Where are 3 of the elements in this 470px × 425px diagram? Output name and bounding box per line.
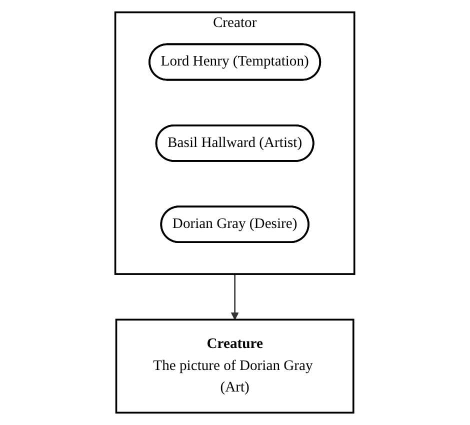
node-box <box>116 318 354 414</box>
cluster <box>114 11 356 275</box>
arrow <box>230 274 240 320</box>
